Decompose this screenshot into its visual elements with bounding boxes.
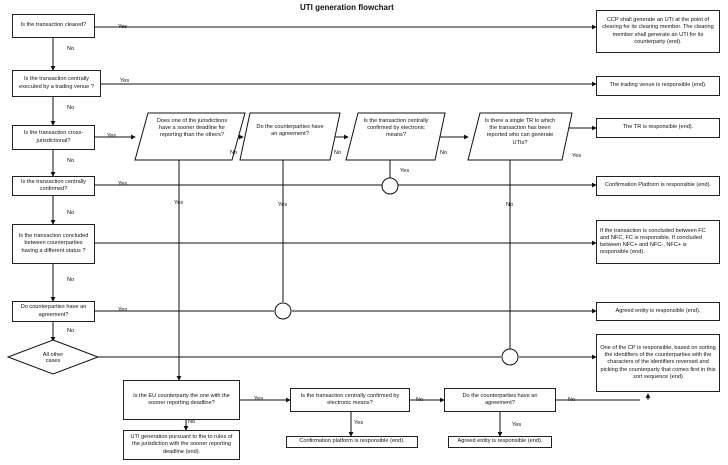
question-cross-jurisdictional: Is the transaction cross-jurisdictional? xyxy=(12,125,95,150)
page-title: UTI generation flowchart xyxy=(300,3,394,12)
no-label: No xyxy=(67,277,75,283)
no-label: No xyxy=(230,150,238,156)
outcome-trading-venue: The trading venue is responsible (end). xyxy=(596,76,720,96)
no-label: No xyxy=(568,397,576,403)
yes-label: Yes xyxy=(118,181,128,187)
outcome-agreed-entity: Agreed entity is responsible (end). xyxy=(596,302,720,321)
electronic-text: Is the transaction centrally confirmed b… xyxy=(363,118,429,139)
yes-label: Yes xyxy=(118,24,128,30)
question-different-status: Is the transaction concluded between cou… xyxy=(12,224,95,264)
yes-label: Yes xyxy=(254,396,264,402)
outcome-confirmation-platform-bottom: Confirmation platform is responsible (en… xyxy=(286,436,418,448)
no-label: No xyxy=(506,202,514,208)
parallelogram-single-tr xyxy=(467,112,573,161)
question-centrally-confirmed: Is the transaction centrally confirmed? xyxy=(12,176,95,196)
no-label: No xyxy=(334,150,342,156)
no-label: No xyxy=(67,328,75,334)
no-label: No xyxy=(67,158,75,164)
sooner-deadline-text: Does one of the jurisdictions have a soo… xyxy=(156,118,228,139)
no-label: No xyxy=(67,210,75,216)
single-tr-text: Is there a single TR to which the transa… xyxy=(484,118,556,146)
yes-label: Yes xyxy=(400,168,410,174)
yes-label: Yes xyxy=(120,78,130,84)
outcome-confirmation-platform: Confirmation Platform is responsible (en… xyxy=(596,176,720,196)
question-agreement-bottom: Do the counterparties have an agreement? xyxy=(444,388,556,412)
outcome-jurisdiction-rules: UTI generation pursuant to the to rules … xyxy=(123,430,240,460)
agreement-text: Do the counterparties have an agreement? xyxy=(256,124,324,138)
yes-label: Yes xyxy=(512,422,522,428)
yes-label: Yes xyxy=(572,153,582,159)
parallelogram-electronic xyxy=(345,112,446,161)
no-label: No xyxy=(67,105,75,111)
yes-label: Yes xyxy=(118,307,128,313)
outcome-agreed-entity-bottom: Agreed entity is responsible (end). xyxy=(448,436,552,448)
diamond-all-other xyxy=(6,339,100,375)
question-trading-venue: Is the transaction centrally executed by… xyxy=(12,70,101,97)
no-label: No xyxy=(440,150,448,156)
merge-circle-confirmed xyxy=(381,177,399,195)
yes-label: Yes xyxy=(278,202,288,208)
question-electronic-bottom: Is the transaction centrally confirmed b… xyxy=(290,388,410,412)
parallelogram-sooner-deadline xyxy=(134,112,246,161)
no-label: No xyxy=(188,419,196,425)
question-agreement: Do counterparties have an agreement? xyxy=(12,301,95,322)
yes-label: Yes xyxy=(354,420,364,426)
merge-circle-other xyxy=(501,348,519,366)
all-other-label: All other cases xyxy=(42,352,64,364)
yes-label: Yes xyxy=(174,200,184,206)
question-cleared: Is the transaction cleared? xyxy=(12,14,95,38)
parallelogram-agreement xyxy=(239,112,341,161)
question-eu-counterparty: Is the EU counterparty the one with the … xyxy=(123,380,240,420)
outcome-fc-nfc: If the transaction is concluded between … xyxy=(596,220,720,264)
yes-label: Yes xyxy=(107,133,117,139)
merge-circle-agreement xyxy=(274,302,292,320)
no-label: No xyxy=(416,397,424,403)
outcome-cp-sorting: One of the CP is responsible, based on s… xyxy=(596,334,720,392)
no-label: No xyxy=(67,46,75,52)
outcome-tr: The TR is responsible (end). xyxy=(596,118,720,138)
outcome-ccp: CCP shall generate an UTI at the point o… xyxy=(596,10,720,53)
